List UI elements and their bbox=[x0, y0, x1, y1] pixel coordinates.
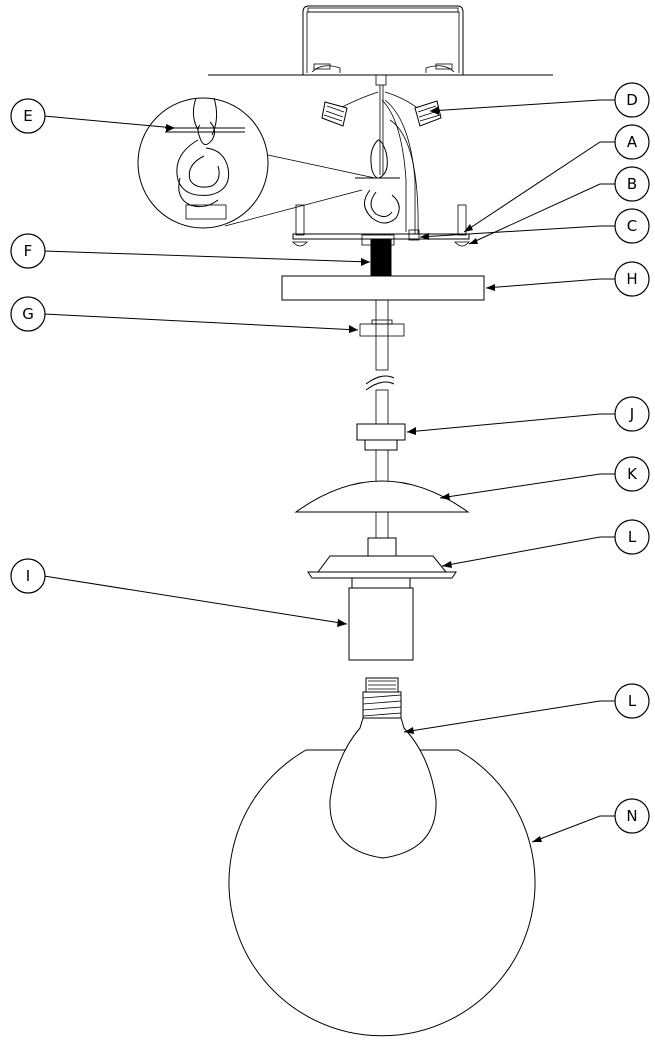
wire-nut-left bbox=[321, 101, 348, 127]
callout-C: C bbox=[614, 208, 650, 244]
callout-label-F: F bbox=[24, 242, 33, 260]
canopy bbox=[281, 275, 485, 301]
callout-B: B bbox=[614, 166, 650, 202]
callout-E: E bbox=[10, 98, 46, 134]
lamp-socket bbox=[348, 587, 414, 661]
callout-F: F bbox=[10, 233, 46, 269]
junction-box bbox=[208, 5, 553, 76]
glass-globe bbox=[228, 749, 536, 1037]
wire-nut-right bbox=[414, 100, 442, 127]
callout-A: A bbox=[614, 124, 650, 160]
callout-label-E: E bbox=[23, 107, 32, 125]
magnified-detail bbox=[137, 97, 376, 229]
callout-K: K bbox=[614, 456, 650, 492]
callout-label-H: H bbox=[626, 270, 637, 288]
callout-label-A: A bbox=[627, 133, 638, 151]
callout-N: N bbox=[614, 798, 650, 834]
light-bulb bbox=[329, 677, 437, 859]
callout-J: J bbox=[614, 396, 650, 432]
callout-L-lower: L bbox=[614, 683, 650, 719]
shade-cap bbox=[294, 480, 470, 513]
callout-label-J: J bbox=[629, 405, 634, 423]
callout-label-C: C bbox=[627, 217, 637, 235]
wire-bundle bbox=[339, 74, 421, 236]
cable-hook-loop bbox=[355, 139, 400, 224]
callout-L-upper: L bbox=[614, 519, 650, 555]
callout-I: I bbox=[10, 558, 46, 594]
callout-H: H bbox=[614, 261, 650, 297]
callout-label-B: B bbox=[627, 175, 637, 193]
threaded-nipple bbox=[370, 239, 392, 279]
cable-gripper bbox=[359, 323, 405, 337]
callout-label-L-lower: L bbox=[628, 692, 637, 710]
callout-label-G: G bbox=[22, 305, 34, 323]
callout-D: D bbox=[614, 82, 650, 118]
callout-label-D: D bbox=[626, 91, 638, 109]
callout-label-I: I bbox=[26, 567, 30, 585]
callout-label-L-upper: L bbox=[628, 528, 637, 546]
callout-G: G bbox=[10, 296, 46, 332]
leader-lines bbox=[43, 99, 616, 843]
lamp-holder-cap bbox=[307, 537, 457, 589]
callout-label-K: K bbox=[627, 465, 638, 483]
callout-label-N: N bbox=[626, 807, 637, 825]
locking-nut bbox=[356, 423, 406, 451]
